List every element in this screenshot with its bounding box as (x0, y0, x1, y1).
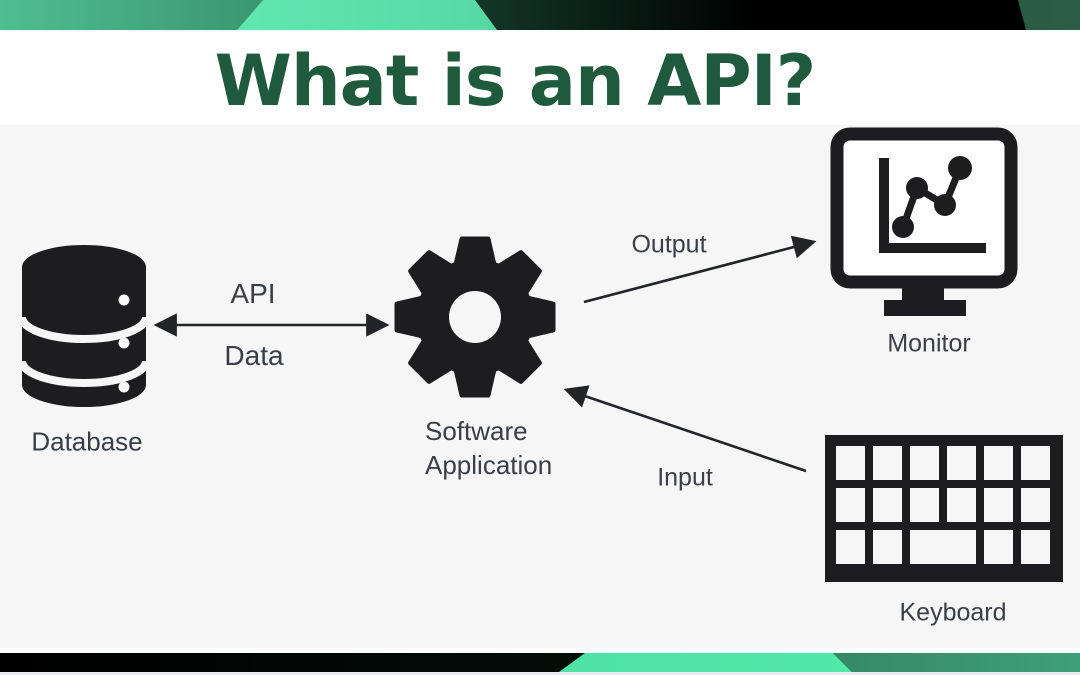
software-application-label: Software Application (425, 414, 552, 482)
gear-icon (394, 236, 556, 398)
keyboard-icon (825, 435, 1063, 582)
top-banner (0, 0, 1080, 30)
api-label: API (230, 278, 276, 309)
bottom-banner-bright-stripe (559, 653, 852, 672)
page-title: What is an API? (214, 39, 817, 122)
output-label: Output (631, 230, 707, 259)
keyboard-label: Keyboard (899, 598, 1007, 627)
monitor-icon (830, 127, 1018, 316)
top-banner-bright-stripe (237, 0, 497, 30)
software-label-line1: Software (425, 416, 528, 446)
software-label-line2: Application (425, 450, 553, 480)
database-icon (20, 245, 148, 407)
monitor-label: Monitor (887, 329, 971, 358)
input-label: Input (657, 463, 713, 492)
top-banner-green-stripe (0, 0, 263, 30)
title-band: What is an API? (0, 30, 1080, 125)
database-label: Database (31, 426, 143, 457)
data-label: Data (224, 340, 284, 371)
bottom-banner-green-fade (833, 653, 1080, 672)
bottom-banner (0, 653, 1080, 672)
top-banner-corner-accent (1018, 0, 1080, 30)
bottom-edge-strip (0, 672, 1080, 675)
